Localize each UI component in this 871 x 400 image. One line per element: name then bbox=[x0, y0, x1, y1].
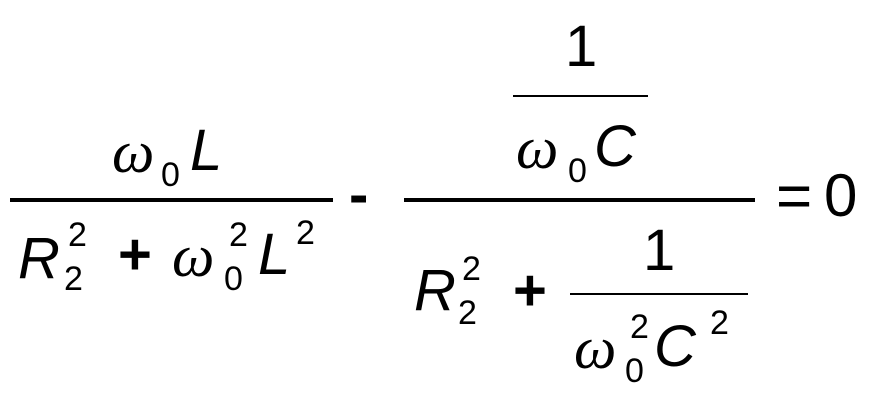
denominator-one: 1 bbox=[643, 218, 676, 283]
omega-symbol: ω bbox=[172, 223, 215, 289]
omega-symbol: ω bbox=[574, 315, 617, 381]
omega-subscript: 0 bbox=[161, 156, 180, 194]
omega-subscript: 0 bbox=[224, 260, 243, 298]
inductance-superscript: 2 bbox=[296, 214, 315, 252]
resistance-subscript: 2 bbox=[64, 260, 83, 298]
omega-superscript: 2 bbox=[630, 308, 649, 346]
resistance-subscript: 2 bbox=[458, 294, 477, 332]
plus-sign: + bbox=[118, 222, 152, 287]
resistance-symbol: R bbox=[414, 258, 456, 323]
inner-fraction-bar-top bbox=[513, 95, 648, 97]
capacitance-symbol: C bbox=[654, 314, 696, 379]
inductance-symbol: L bbox=[258, 222, 291, 287]
omega-symbol: ω bbox=[516, 115, 559, 181]
omega-subscript: 0 bbox=[625, 352, 644, 390]
resistance-superscript: 2 bbox=[462, 250, 481, 288]
resistance-superscript: 2 bbox=[68, 216, 87, 254]
inductance-symbol: L bbox=[190, 118, 223, 183]
inner-fraction-bar-bottom bbox=[570, 293, 748, 295]
capacitance-superscript: 2 bbox=[710, 304, 729, 342]
capacitance-symbol: C bbox=[594, 114, 636, 179]
resistance-symbol: R bbox=[18, 226, 60, 291]
plus-sign: + bbox=[513, 258, 547, 323]
omega-subscript: 0 bbox=[568, 152, 587, 190]
omega-superscript: 2 bbox=[229, 216, 248, 254]
fraction-bar-2 bbox=[404, 198, 755, 202]
omega-symbol: ω bbox=[112, 119, 155, 185]
fraction-bar-1 bbox=[10, 198, 333, 202]
rhs-zero: 0 bbox=[824, 162, 858, 229]
equals-sign: = bbox=[776, 162, 813, 231]
minus-sign: - bbox=[349, 162, 369, 227]
numerator-one: 1 bbox=[565, 14, 598, 79]
